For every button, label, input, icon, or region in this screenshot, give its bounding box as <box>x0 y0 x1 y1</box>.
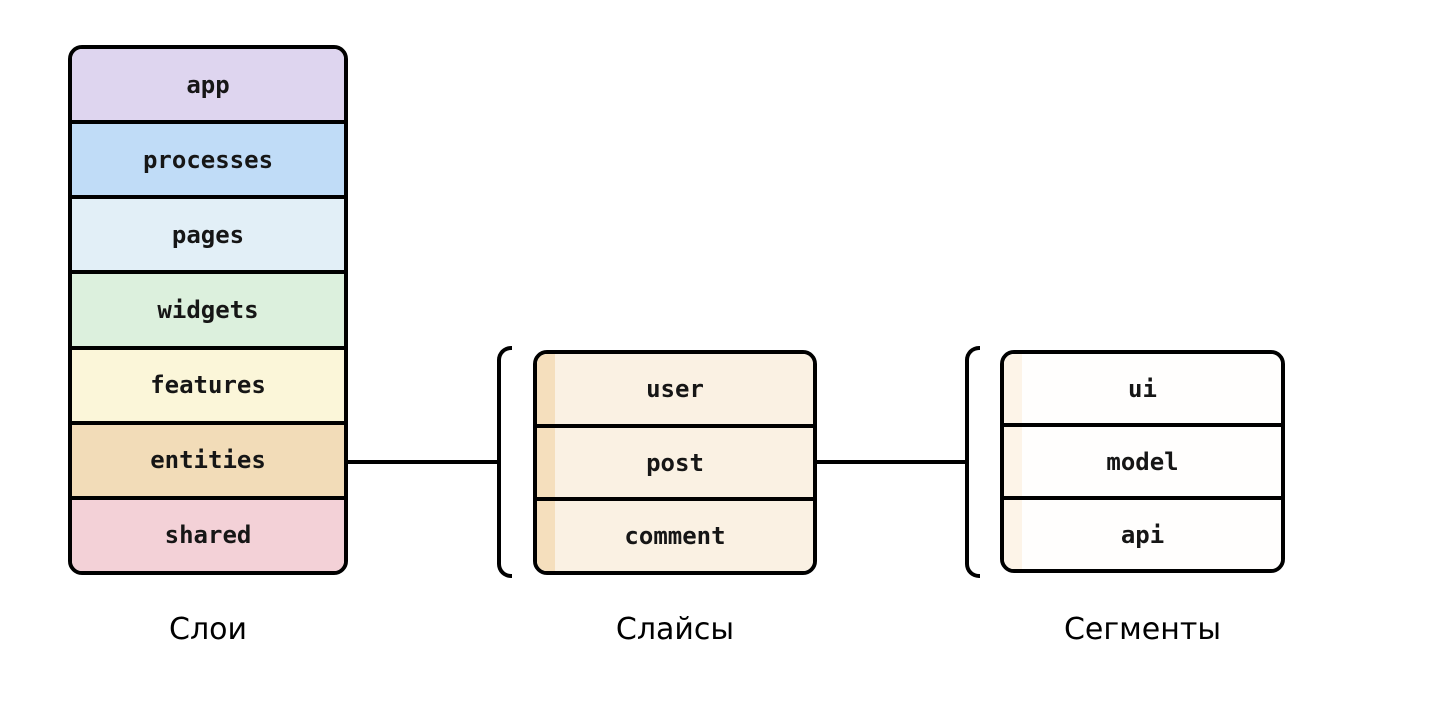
layers-caption: Слои <box>169 612 247 647</box>
segments-stack: ui model api <box>1000 350 1285 573</box>
layer-label: pages <box>171 220 245 249</box>
slice-label: post <box>646 448 704 477</box>
layer-label: shared <box>164 521 252 550</box>
layer-row: widgets <box>72 270 344 346</box>
segment-row: model <box>1004 423 1281 496</box>
segment-accent-strip <box>1004 354 1022 423</box>
segment-label: api <box>1120 520 1165 549</box>
slice-row: post <box>537 423 813 498</box>
slice-accent-strip <box>537 354 555 424</box>
layer-row: features <box>72 345 344 421</box>
segment-row: api <box>1004 496 1281 569</box>
layer-label: entities <box>150 446 266 475</box>
layer-row: pages <box>72 195 344 271</box>
segment-accent-strip <box>1004 427 1022 496</box>
segments-caption: Сегменты <box>1063 612 1222 647</box>
slice-row: comment <box>537 497 813 571</box>
left-bracket <box>497 346 512 578</box>
layer-label: app <box>186 70 230 99</box>
connector-line <box>815 460 969 464</box>
slices-caption: Слайсы <box>615 612 735 647</box>
layer-row: shared <box>72 495 344 571</box>
connector-line <box>346 460 501 464</box>
segment-label: ui <box>1128 374 1157 403</box>
layer-row: processes <box>72 120 344 196</box>
layers-stack: app processes pages widgets features ent… <box>68 45 348 575</box>
slice-row: user <box>537 354 813 424</box>
left-bracket <box>965 346 980 578</box>
segment-accent-strip <box>1004 500 1022 569</box>
slice-label: user <box>646 374 704 403</box>
segment-row: ui <box>1004 354 1281 423</box>
slices-stack: user post comment <box>533 350 817 575</box>
slice-accent-strip <box>537 427 555 498</box>
layer-row: entities <box>72 420 344 496</box>
segment-label: model <box>1106 447 1179 476</box>
slice-label: comment <box>624 522 726 551</box>
layer-label: widgets <box>157 295 259 324</box>
slice-accent-strip <box>537 501 555 571</box>
layer-label: features <box>150 371 266 400</box>
layer-label: processes <box>142 145 274 174</box>
layer-row: app <box>72 49 344 121</box>
